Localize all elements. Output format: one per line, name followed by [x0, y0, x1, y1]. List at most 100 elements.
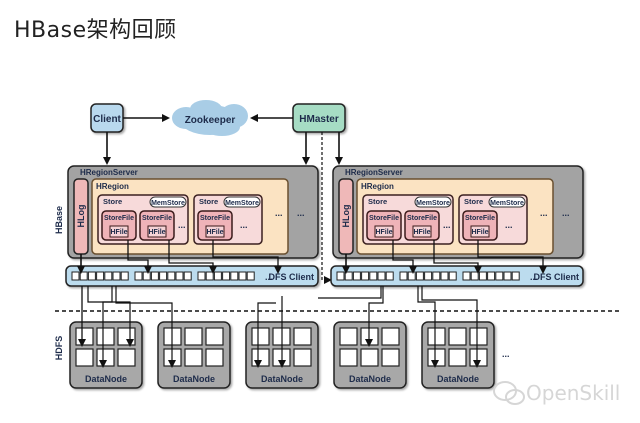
datanode-3-block-6: [293, 348, 312, 367]
dfs-block-1-2-1: [134, 271, 143, 281]
dfs-block-2-3-6: [503, 271, 512, 281]
hfile-2-1-2-label: HFile: [413, 229, 430, 236]
hdfs-side-label: HDFS: [54, 336, 64, 361]
regionserver-2-label: HRegionServer: [345, 168, 403, 177]
dfs-block-1-3-2: [205, 271, 214, 281]
dfs-block-1-2-5: [167, 271, 176, 281]
dfs-block-2-2-6: [440, 271, 449, 281]
dfs-block-1-1-6: [112, 271, 121, 281]
datanode-5-block-5: [448, 348, 467, 367]
store-1-2-label: Store: [199, 197, 218, 206]
dfs-block-2-2-7: [448, 271, 457, 281]
openskill-watermark: OpenSkill: [493, 381, 620, 405]
dfs2-to-dn5-arrow-a: [417, 286, 439, 368]
dfs-block-1-3-1: [197, 271, 206, 281]
datanode-1-block-5: [96, 348, 115, 367]
hfile-1-c-to-dfs-arrow: [212, 240, 282, 274]
memstore-1-2: [223, 196, 261, 208]
datanode-1-block-4: [75, 348, 94, 367]
dfs-block-1-3-6: [238, 271, 247, 281]
watermark-text: OpenSkill: [526, 381, 620, 405]
page-title: HBase架构回顾: [14, 18, 177, 43]
hfile-1-2-1: [205, 225, 225, 238]
store-2-2-label: Store: [464, 197, 483, 206]
datanode-5-block-2: [448, 327, 467, 346]
store-2-1-more: ...: [443, 220, 451, 230]
dfs-block-1-2-7: [183, 271, 192, 281]
client-label: Client: [93, 114, 121, 125]
hlog-1-label: HLog: [76, 205, 86, 228]
memstore-1-1: [149, 196, 187, 208]
dfs-block-1-2-6: [175, 271, 184, 281]
store-1-2-more: ...: [240, 220, 248, 230]
dfs2-to-dn5-arrow-b: [421, 286, 481, 368]
hfile-2-1-1: [374, 225, 394, 238]
datanode-2-block-2: [184, 327, 203, 346]
datanode-3-block-4: [251, 348, 270, 367]
hfile-2-b-to-dfs-arrow: [433, 240, 482, 274]
datanode-5-block-4: [427, 348, 446, 367]
datanode-3-label: DataNode: [261, 374, 303, 384]
datanode-4-block-5: [360, 348, 379, 367]
dfs-block-2-1-4: [361, 271, 370, 281]
storefile-2-1-2-label: StoreFile: [407, 215, 437, 222]
dfs-block-2-2-1: [399, 271, 408, 281]
store-1-1-more: ...: [178, 220, 186, 230]
hfile-2-a-to-dfs-arrow: [392, 240, 417, 274]
hfile-2-2-1-label: HFile: [471, 229, 488, 236]
datanode-4-block-6: [381, 348, 400, 367]
datanode-5-block-6: [469, 348, 488, 367]
memstore-2-1: [414, 196, 452, 208]
datanode-1-block-1: [75, 327, 94, 346]
dfs-block-2-2-3: [415, 271, 424, 281]
dfs-block-1-1-5: [104, 271, 113, 281]
dfs2-link-a: [318, 286, 382, 299]
dfs-block-1-1-7: [120, 271, 129, 281]
datanode-4-block-4: [339, 348, 358, 367]
storefile-1-1-2-label: StoreFile: [142, 215, 172, 222]
regionserver-1-label: HRegionServer: [80, 168, 138, 177]
datanode-2-block-3: [205, 327, 224, 346]
dfs-client-1: [65, 265, 319, 287]
dfs-block-2-2-5: [432, 271, 441, 281]
hfile-2-1-1-label: HFile: [375, 229, 392, 236]
datanode-3-block-1: [251, 327, 270, 346]
memstore-2-2: [488, 196, 526, 208]
storefile-2-1-1-label: StoreFile: [369, 215, 399, 222]
storefile-1-1-1-label: StoreFile: [104, 215, 134, 222]
dfs-client-1-more: ...: [265, 272, 273, 282]
hmaster-dashed-link: [321, 132, 332, 284]
dfs-block-2-3-4: [487, 271, 496, 281]
regionserver-1-more: ...: [297, 208, 305, 218]
hregion-1-more: ...: [275, 208, 283, 218]
dfs-block-1-1-4: [96, 271, 105, 281]
dfs-block-2-1-1: [336, 271, 345, 281]
hfile-1-b-to-dfs-arrow: [168, 240, 217, 274]
storefile-2-2-1-label: StoreFile: [465, 215, 495, 222]
zookeeper-label: Zookeeper: [185, 115, 236, 126]
hregion-2-more: ...: [540, 208, 548, 218]
datanode-2-block-5: [184, 348, 203, 367]
datanode-1-block-6: [117, 348, 136, 367]
dfs-block-2-3-3: [478, 271, 487, 281]
dfs-block-1-2-4: [159, 271, 168, 281]
dfs-block-2-3-7: [511, 271, 520, 281]
dfs-block-1-3-4: [222, 271, 231, 281]
dfs-block-2-3-1: [462, 271, 471, 281]
dfs1-to-dn2-arrow: [115, 286, 176, 368]
datanode-1-block-3: [117, 327, 136, 346]
dfs-block-2-1-7: [385, 271, 394, 281]
hfile-1-2-1-label: HFile: [206, 229, 223, 236]
hfile-1-1-1-label: HFile: [110, 229, 127, 236]
datanode-4-block-3: [381, 327, 400, 346]
dfs-block-1-1-1: [71, 271, 80, 281]
hbase-side-label: HBase: [54, 206, 64, 234]
hfile-1-1-2-label: HFile: [148, 229, 165, 236]
datanode-3-block-3: [293, 327, 312, 346]
memstore-2-2-label: MemStore: [490, 200, 524, 207]
dfs-block-2-2-2: [407, 271, 416, 281]
dfs-block-1-2-2: [142, 271, 151, 281]
memstore-2-1-label: MemStore: [416, 200, 450, 207]
dfs-block-1-3-7: [246, 271, 255, 281]
dfs-block-2-3-2: [470, 271, 479, 281]
